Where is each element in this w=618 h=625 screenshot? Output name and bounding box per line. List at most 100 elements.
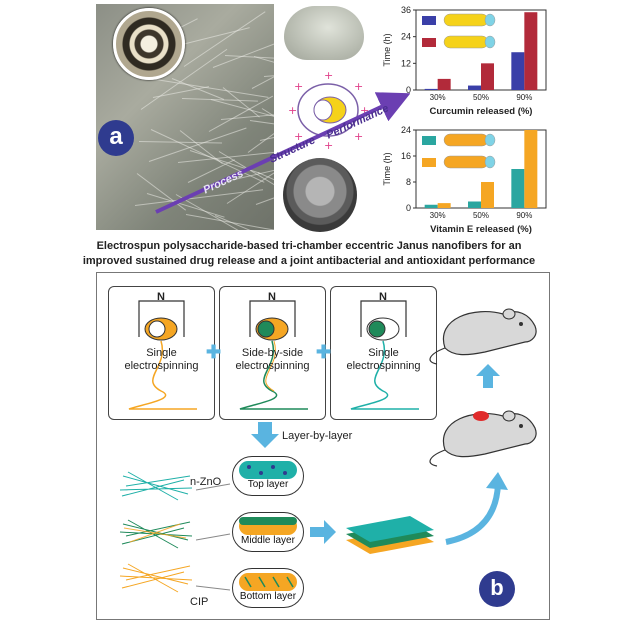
fiber-mats [119,471,193,593]
spinning-setup-2 [239,300,308,410]
svg-text:+: + [360,104,368,117]
cell-2-label-line1: Side-by-side [241,347,304,359]
bar [437,203,451,208]
bar [424,88,438,90]
x-tick-label: 30% [430,211,446,220]
legend-fiber-icon [443,35,489,49]
voltage-label-2: N [268,291,276,303]
legend-fiber-icon [443,13,489,27]
cell-single-electrospinning-3: N Single electrospinning [330,286,437,420]
spinning-setup-1 [128,300,197,410]
x-tick-label: 90% [516,93,532,102]
y-tick-label: 0 [406,203,411,213]
x-axis-label: Curcumin released (%) [430,106,533,117]
y-tick-label: 8 [406,177,411,187]
middle-layer-pill: Middle layer [232,512,304,552]
voltage-label-1: N [157,291,165,303]
bar [524,12,538,91]
panel-b-frame [96,272,550,620]
cell-single-electrospinning-1: N Single electrospinning [108,286,215,420]
process-arrow [155,92,410,214]
bar [511,169,525,208]
x-tick-label: 90% [516,211,532,220]
sem-cross-section [283,158,357,232]
cell-3-label-line1: Single [368,347,399,359]
svg-text:+: + [294,130,303,143]
plus-icon-2: ✚ [316,342,332,362]
cip-label: CIP [190,596,209,608]
cell-1-label-line1: Single [146,347,177,359]
healed-mouse [429,308,537,365]
legend-swatch [422,38,436,47]
svg-text:+: + [294,80,303,93]
legend-swatch [422,136,436,145]
top-layer-pill: Top layer [232,456,304,496]
x-tick-label: 50% [473,93,489,102]
bar [437,78,451,90]
mat-to-layer-arrows [196,483,231,591]
bar [511,52,525,90]
legend-fiber-end [484,35,496,49]
figure-caption-line2: improved sustained drug release and a jo… [82,255,536,267]
curved-arrow-icon [445,472,508,545]
legend-swatch [422,16,436,25]
x-tick-label: 50% [473,211,489,220]
bottom-layer-fiber [239,573,297,591]
y-tick-label: 0 [406,85,411,95]
y-tick-label: 24 [401,125,411,135]
fiber-strand [173,27,250,47]
cell-1-label: Single electrospinning [109,347,214,373]
y-tick-label: 12 [401,58,411,68]
plus-icon-1: ✚ [206,342,222,362]
x-axis-label: Vitamin E released (%) [430,224,532,235]
nozzle-image [284,6,364,60]
y-tick-label: 24 [401,32,411,42]
fiber-strand [212,25,274,68]
spinneret-inset [113,8,185,80]
legend-fiber-icon [443,155,489,169]
bottom-layer-label: Bottom layer [239,591,297,602]
wounded-mouse [429,410,537,467]
composite-membrane [346,516,434,554]
legend-swatch [422,158,436,167]
spinning-setup-3 [350,300,419,410]
cell-side-by-side-electrospinning: N Side-by-side electrospinning [219,286,326,420]
cell-2-label: Side-by-side electrospinning [220,347,325,373]
middle-layer-label: Middle layer [241,535,295,546]
legend-fiber-icon [443,133,489,147]
arrow-words: Process Structure Performance [150,90,410,220]
bar [468,85,481,90]
up-arrow-icon [476,364,500,388]
svg-text:+: + [288,104,297,117]
word-process: Process [201,167,246,197]
bar [481,182,494,208]
top-layer-fiber [239,461,297,479]
legend-fiber-end [484,13,496,27]
down-arrow-icon [251,422,279,448]
right-arrow-icon [310,520,336,544]
top-layer-label: Top layer [247,479,289,490]
bar [468,201,481,208]
middle-layer-fiber [239,517,297,535]
y-tick-label: 16 [401,151,411,161]
bar [524,130,538,208]
cell-3-label: Single electrospinning [331,347,436,373]
y-axis-label: Time (h) [382,152,392,185]
panel-a-label: a [98,120,134,156]
x-tick-label: 30% [430,93,446,102]
cell-3-label-line2: electrospinning [346,360,421,372]
y-axis-label: Time (h) [382,33,392,66]
svg-text:+: + [354,80,363,93]
bottom-layer-pill: Bottom layer [232,568,304,608]
bar [424,204,438,208]
svg-text:+: + [324,139,333,150]
figure-caption-line1: Electrospun polysaccharide-based tri-cha… [96,240,522,252]
word-structure: Structure [267,134,318,166]
legend-fiber-end [484,155,496,169]
cell-2-label-line2: electrospinning [235,360,310,372]
svg-text:+: + [354,130,363,143]
y-tick-label: 36 [401,5,411,15]
bar [481,63,494,90]
legend-fiber-end [484,133,496,147]
